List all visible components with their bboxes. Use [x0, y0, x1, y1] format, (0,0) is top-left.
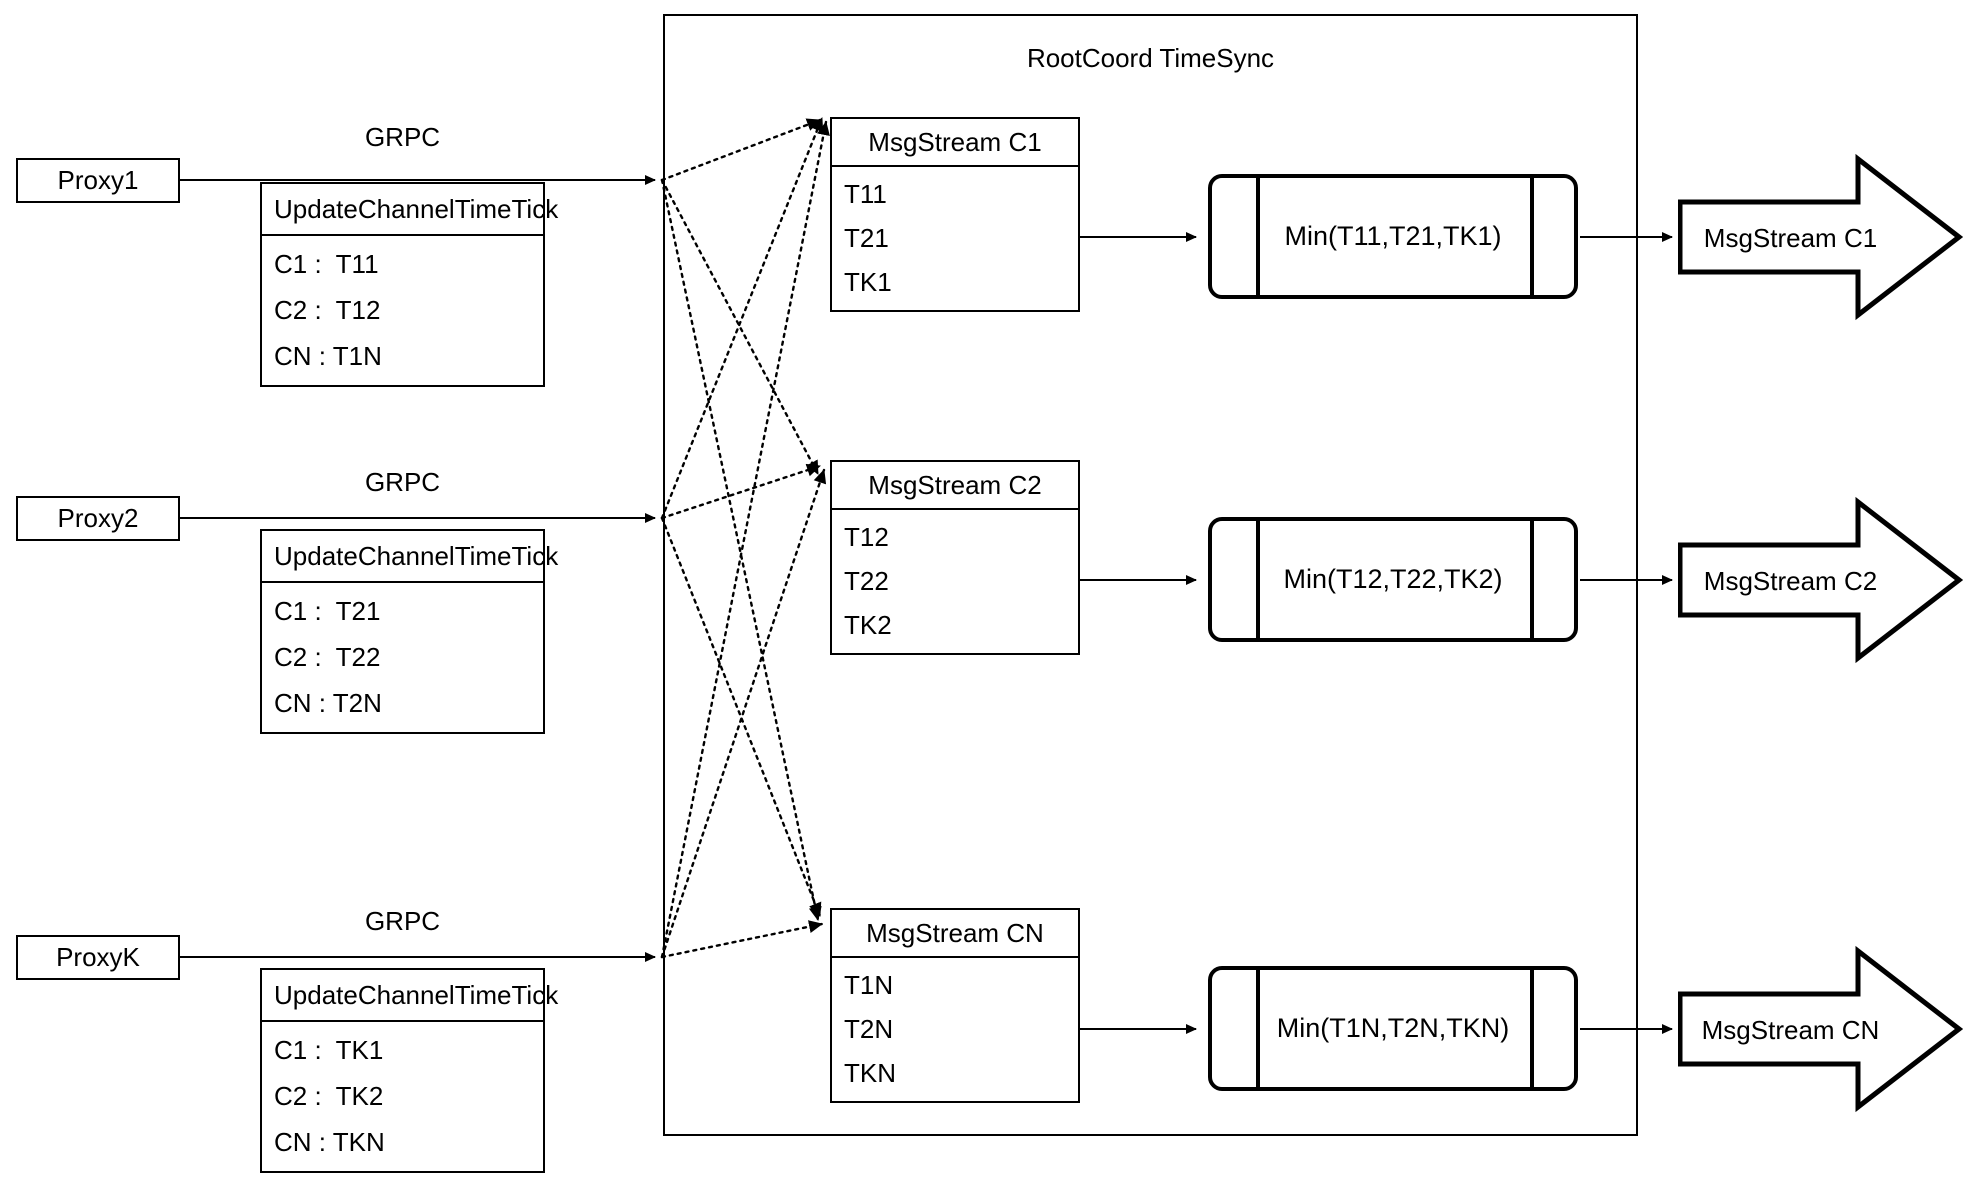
tick-value: T22 — [844, 565, 889, 596]
request-row: CN : T2N — [274, 687, 382, 718]
request-body-2: C1 : T21 C2 : T22 CN : T2N — [262, 583, 543, 732]
update-channel-timetick-k: UpdateChannelTimeTick C1 : TK1 C2 : TK2 … — [260, 968, 558, 1173]
update-channel-timetick-1: UpdateChannelTimeTick C1 : T11 C2 : T12 … — [260, 182, 558, 387]
msgstream-box-cn: MsgStream CN T1N T2N TKN — [830, 908, 1080, 1103]
min-label-c1: Min(T11,T21,TK1) — [1284, 221, 1502, 251]
rootcoord-timesync-container — [663, 14, 1638, 1136]
request-row: C2 : T22 — [274, 641, 381, 672]
tick-value: T2N — [844, 1013, 894, 1044]
request-title-2: UpdateChannelTimeTick — [262, 531, 558, 583]
msgstream-box-c2: MsgStream C2 T12 T22 TK2 — [830, 460, 1080, 655]
block-arrow-icon — [1677, 153, 1964, 321]
output-label-c2: MsgStream C2 — [1703, 566, 1878, 596]
min-label-c2: Min(T12,T22,TK2) — [1283, 564, 1503, 594]
request-row: CN : TKN — [274, 1126, 385, 1157]
output-label-cn: MsgStream CN — [1701, 1015, 1880, 1045]
block-arrow-icon — [1677, 945, 1964, 1113]
grpc-label-1: GRPC — [364, 122, 441, 152]
msgstream-ticks-cn: T1N T2N TKN — [832, 958, 1078, 1101]
request-row: C1 : T11 — [274, 249, 379, 280]
msgstream-ticks-c1: T11 T21 TK1 — [832, 167, 1078, 310]
proc-bar-left — [1256, 174, 1260, 299]
tick-value: T12 — [844, 522, 889, 553]
request-title-1: UpdateChannelTimeTick — [262, 184, 558, 236]
tick-value: T1N — [844, 970, 894, 1001]
msgstream-title-c1: MsgStream C1 — [832, 119, 1078, 167]
output-label-c1: MsgStream C1 — [1703, 223, 1878, 253]
request-row: C2 : TK2 — [274, 1080, 384, 1111]
rootcoord-timesync-title: RootCoord TimeSync — [1026, 43, 1275, 73]
msgstream-box-c1: MsgStream C1 T11 T21 TK1 — [830, 117, 1080, 312]
tick-value: TK1 — [844, 266, 892, 297]
request-body-k: C1 : TK1 C2 : TK2 CN : TKN — [262, 1022, 543, 1171]
proc-bar-right — [1530, 966, 1534, 1091]
proc-bar-right — [1530, 517, 1534, 642]
min-process-cn: Min(T1N,T2N,TKN) — [1208, 966, 1578, 1091]
msgstream-title-c2: MsgStream C2 — [832, 462, 1078, 510]
proxy-box-2[interactable]: Proxy2 — [16, 496, 180, 541]
proxy-box-k[interactable]: ProxyK — [16, 935, 180, 980]
tick-value: TK2 — [844, 609, 892, 640]
request-row: C1 : T21 — [274, 596, 381, 627]
tick-value: T21 — [844, 222, 889, 253]
tick-value: TKN — [844, 1057, 896, 1088]
output-arrow-c1: MsgStream C1 — [1677, 153, 1964, 321]
msgstream-title-cn: MsgStream CN — [832, 910, 1078, 958]
request-title-k: UpdateChannelTimeTick — [262, 970, 558, 1022]
proc-bar-left — [1256, 517, 1260, 642]
proxy-box-1[interactable]: Proxy1 — [16, 158, 180, 203]
request-row: C1 : TK1 — [274, 1035, 384, 1066]
grpc-label-k: GRPC — [364, 906, 441, 936]
grpc-label-2: GRPC — [364, 467, 441, 497]
tick-value: T11 — [844, 179, 887, 210]
update-channel-timetick-2: UpdateChannelTimeTick C1 : T21 C2 : T22 … — [260, 529, 558, 734]
msgstream-ticks-c2: T12 T22 TK2 — [832, 510, 1078, 653]
output-arrow-c2: MsgStream C2 — [1677, 496, 1964, 664]
min-process-c2: Min(T12,T22,TK2) — [1208, 517, 1578, 642]
min-process-c1: Min(T11,T21,TK1) — [1208, 174, 1578, 299]
proc-bar-right — [1530, 174, 1534, 299]
output-arrow-cn: MsgStream CN — [1677, 945, 1964, 1113]
block-arrow-icon — [1677, 496, 1964, 664]
request-row: CN : T1N — [274, 340, 382, 371]
proc-bar-left — [1256, 966, 1260, 1091]
request-body-1: C1 : T11 C2 : T12 CN : T1N — [262, 236, 543, 385]
min-label-cn: Min(T1N,T2N,TKN) — [1276, 1013, 1510, 1043]
request-row: C2 : T12 — [274, 294, 381, 325]
